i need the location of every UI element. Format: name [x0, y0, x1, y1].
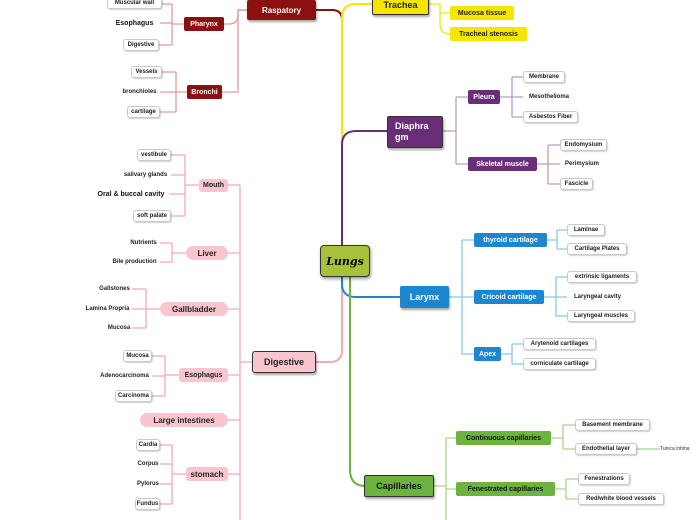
mouth-node[interactable]: Mouth [199, 179, 228, 192]
trachea-mucosa-tissue-node[interactable]: Mucosa tissue [450, 6, 514, 20]
thyroid-cartilage-plates-node[interactable]: Cartilage Plates [567, 243, 627, 255]
pleura-membrane-node[interactable]: Membrane [523, 71, 565, 83]
stomach-cardia-node[interactable]: Cardia [136, 439, 160, 451]
bronchi-vessels-node[interactable]: Vessels [131, 66, 162, 78]
stomach-pylorus-node[interactable]: Pylorus [136, 481, 159, 487]
diaphragm-node[interactable]: Diaphra gm [387, 116, 443, 148]
mouth-vestibule-node[interactable]: vestibule [137, 149, 171, 161]
stomach-node[interactable]: stomach [186, 467, 228, 481]
skeletal-endomysium-node[interactable]: Endomysium [560, 139, 607, 151]
mouth-salivary-glands-node[interactable]: salivary glands [123, 172, 168, 178]
pharynx-digestive-node[interactable]: Digestive [123, 39, 159, 51]
digestive-node[interactable]: Digestive [252, 351, 316, 373]
fenestrated-capillaries-node[interactable]: Fenestrated capillaries [456, 482, 555, 496]
gallbladder-lamina-propria-node[interactable]: Lamina Propria [85, 306, 130, 312]
mouth-soft-palate-node[interactable]: soft palate [133, 210, 171, 222]
mouth-oral-buccal-cavity-node[interactable]: Oral & buccal cavity [97, 190, 165, 198]
bronchi-bronchioles-node[interactable]: bronchioles [122, 89, 157, 95]
esophagus-mucosa-node[interactable]: Mucosa [123, 350, 152, 362]
endothelial-tunica-intima-node[interactable]: Tunica intima [660, 446, 690, 452]
esophagus-adenocarcinoma-node[interactable]: Adenocarcinoma [100, 373, 149, 379]
larynx-node[interactable]: Larynx [400, 286, 449, 308]
cricoid-extrinsic-ligaments-node[interactable]: extrinsic ligaments [567, 271, 637, 283]
liver-nutrients-node[interactable]: Nutrients [130, 240, 157, 246]
skeletal-perimysium-node[interactable]: Perimysium [564, 161, 600, 167]
continuous-capillaries-node[interactable]: Continuous capillaries [456, 431, 551, 445]
central-topic-node[interactable]: Lungs [320, 245, 370, 277]
apex-arytenoid-cartilages-node[interactable]: Arytenoid cartilages [523, 338, 596, 350]
gallbladder-node[interactable]: Gallbladder [160, 302, 228, 316]
thyroid-laminae-node[interactable]: Laminae [567, 224, 605, 236]
bronchi-cartilage-node[interactable]: cartilage [127, 106, 160, 118]
pharynx-node[interactable]: Pharynx [184, 17, 224, 31]
gallbladder-mucosa-node[interactable]: Mucosa [107, 325, 131, 331]
liver-node[interactable]: Liver [186, 246, 228, 260]
cricoid-cartilage-node[interactable]: Cricoid cartilage [474, 290, 544, 304]
pleura-asbestos-fiber-node[interactable]: Asbestos Fiber [523, 111, 578, 123]
fenestrated-red-white-blood-vessels-node[interactable]: Red/white blood vessels [578, 493, 664, 505]
liver-bile-production-node[interactable]: Bile production [112, 259, 157, 265]
pleura-mesothelioma-node[interactable]: Mesothelioma [528, 94, 569, 100]
raspatory-node[interactable]: Raspatory [247, 0, 316, 20]
cricoid-laryngeal-cavity-node[interactable]: Laryngeal cavity [573, 294, 622, 300]
apex-node[interactable]: Apex [474, 347, 501, 361]
trachea-node[interactable]: Trachea [372, 0, 429, 15]
stomach-fundus-node[interactable]: Fundus [135, 498, 160, 510]
stomach-corpus-node[interactable]: Corpus [137, 461, 159, 467]
thyroid-cartilage-node[interactable]: thyroid cartilage [474, 233, 547, 247]
esophagus-node[interactable]: Esophagus [179, 368, 228, 382]
trachea-stenosis-node[interactable]: Tracheal stenosis [450, 27, 527, 41]
apex-corniculate-cartilage-node[interactable]: corniculate cartilage [523, 358, 596, 370]
continuous-endothelial-layer-node[interactable]: Endothelial layer [575, 443, 637, 455]
pharynx-muscular-wall-node[interactable]: Muscular wall [107, 0, 162, 9]
cricoid-laryngeal-muscles-node[interactable]: Laryngeal muscles [567, 310, 635, 322]
large-intestines-node[interactable]: Large intestines [140, 413, 228, 427]
esophagus-carcinoma-node[interactable]: Carcinoma [115, 390, 152, 402]
continuous-basement-membrane-node[interactable]: Basement membrane [575, 419, 650, 431]
capillaries-node[interactable]: Capillaries [364, 475, 434, 497]
bronchi-node[interactable]: Bronchi [187, 85, 222, 99]
fenestrated-fenestrations-node[interactable]: Fenestrations [578, 473, 630, 485]
skeletal-muscle-node[interactable]: Skeletal muscle [468, 157, 537, 171]
gallbladder-gallstones-node[interactable]: Gallstones [99, 286, 130, 292]
pleura-node[interactable]: Pleura [468, 90, 500, 104]
pharynx-esophagus-node[interactable]: Esophagus [115, 19, 154, 27]
skeletal-fascicle-node[interactable]: Fascicle [560, 178, 593, 190]
